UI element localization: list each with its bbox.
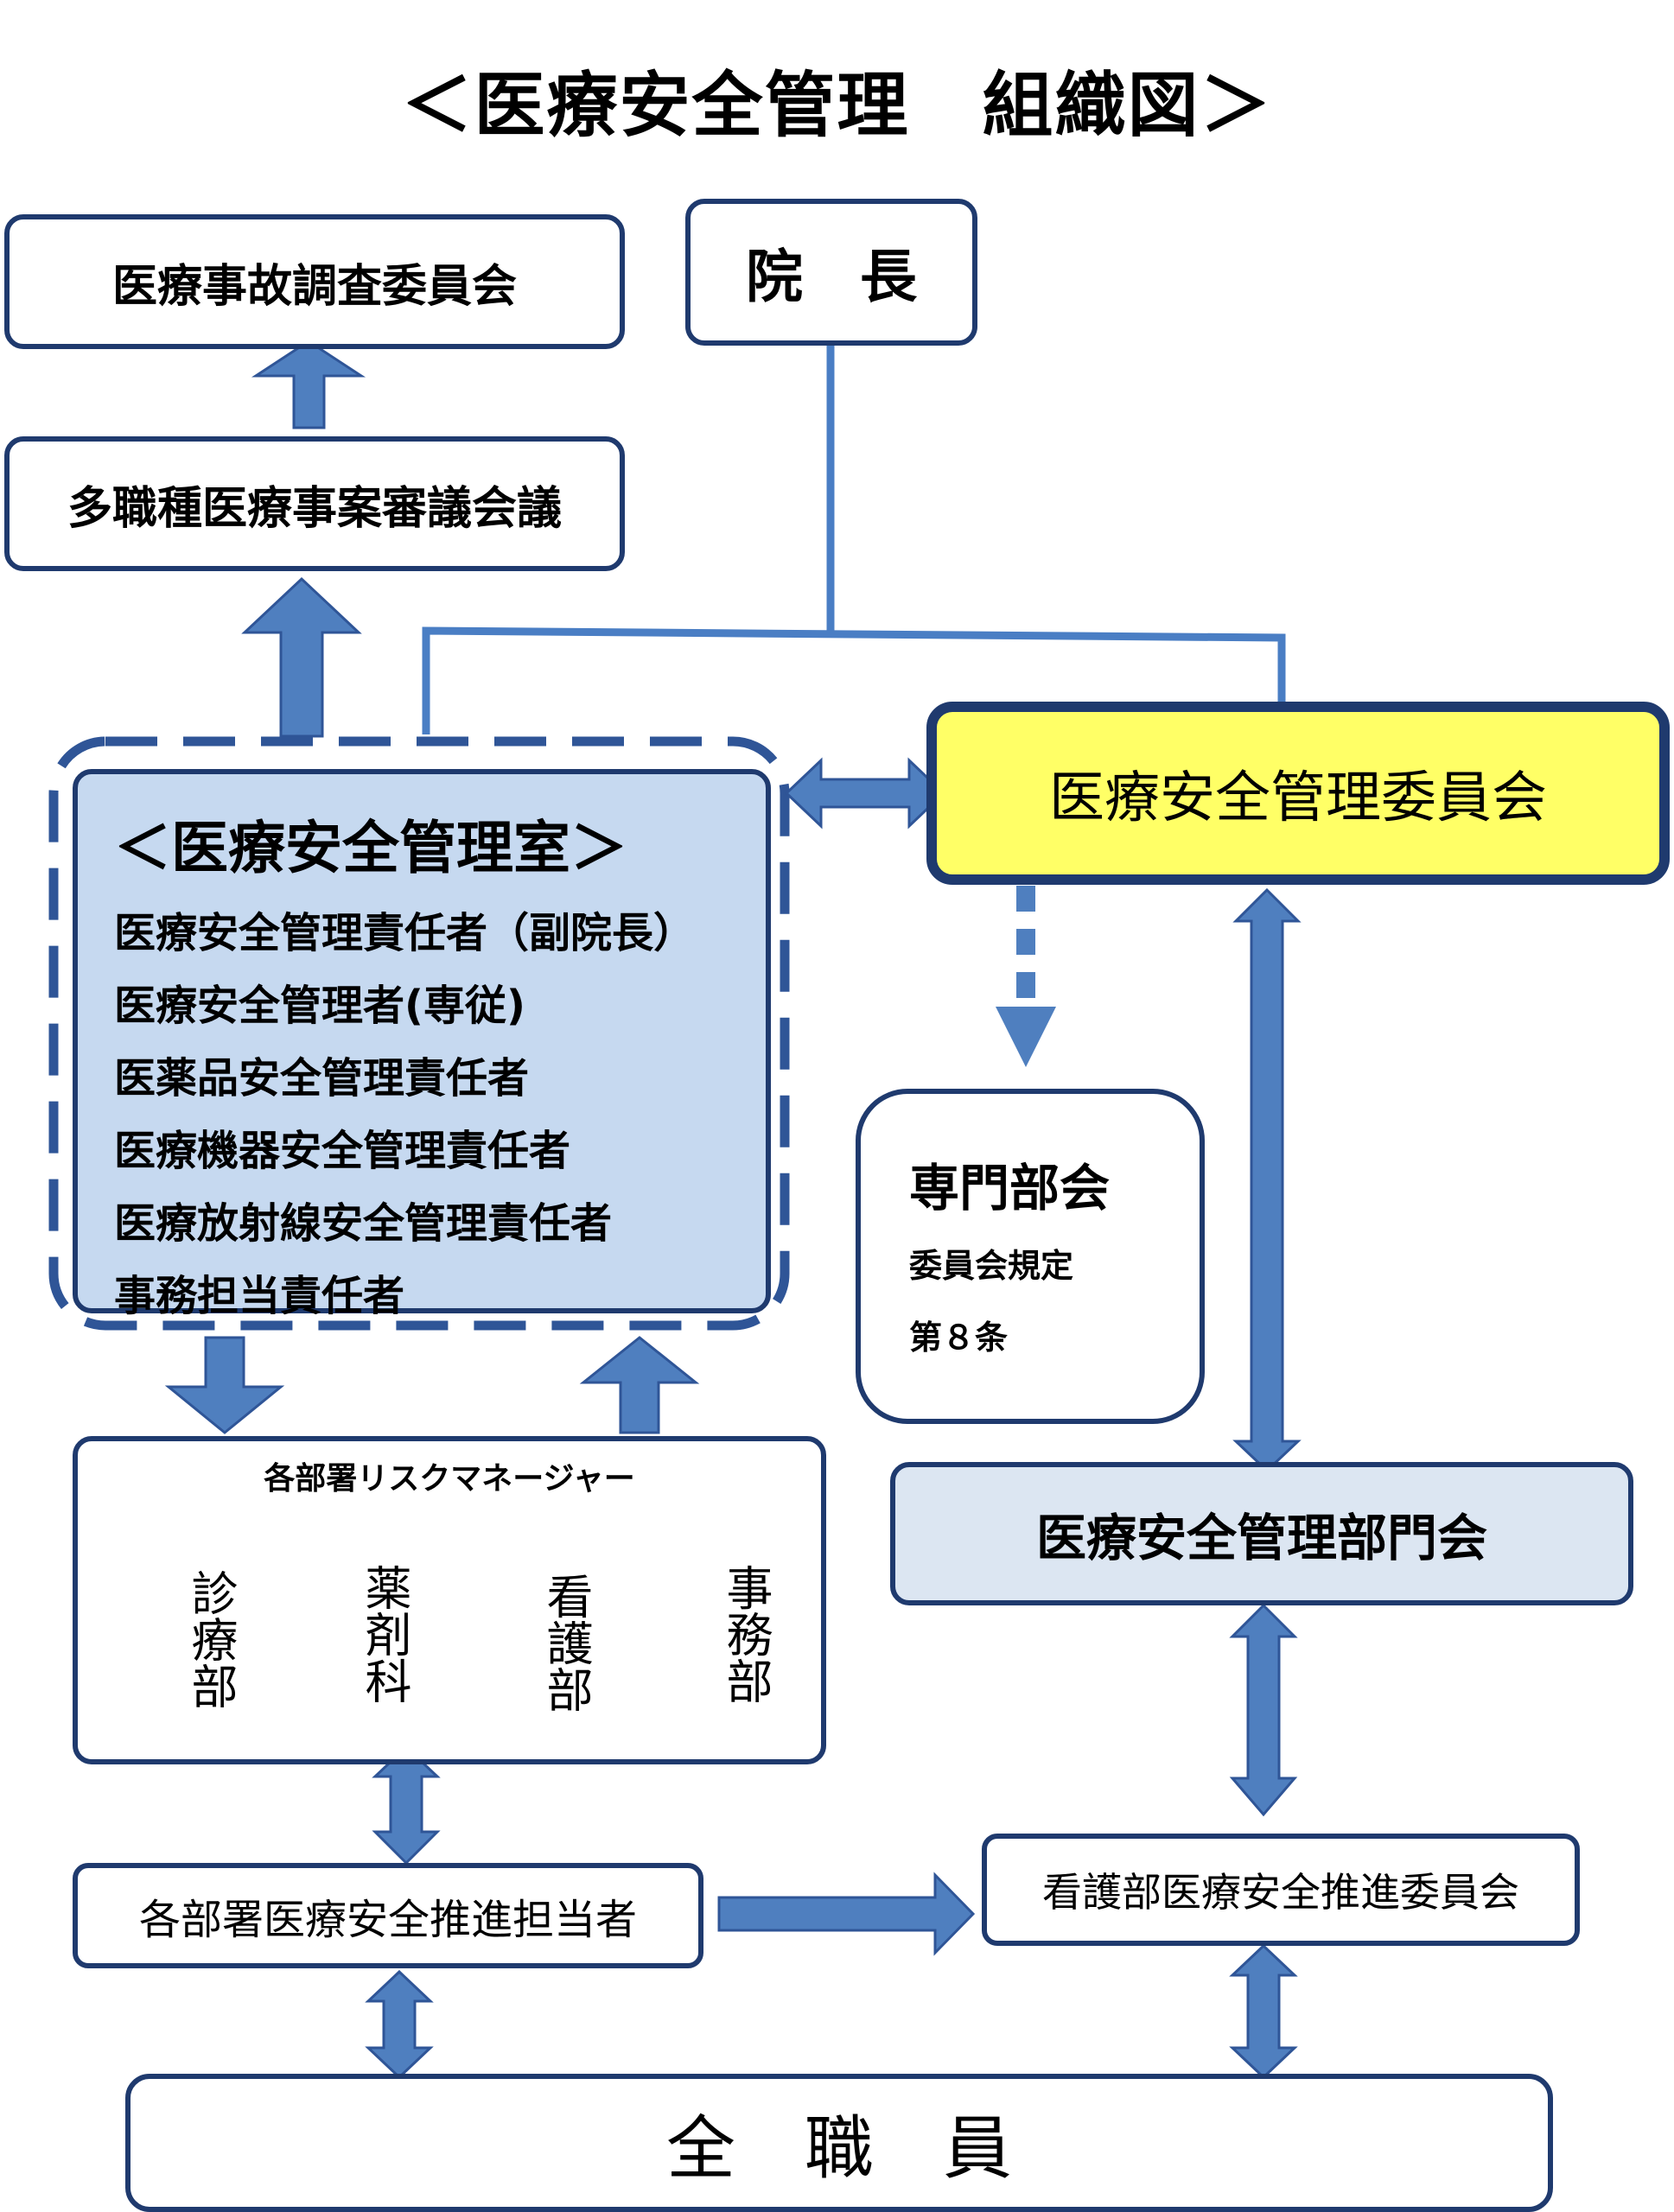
office-member: 医薬品安全管理責任者 (114, 1054, 530, 1103)
dept-nursing-label: 看護部 (538, 1573, 593, 1713)
promoters-label: 各部署医療安全推進担当者 (138, 1896, 637, 1944)
arrow-dept-nursing (1229, 1603, 1298, 1817)
all-staff-box: 全 職 員 (125, 2074, 1553, 2212)
dash-arrow-head (996, 1007, 1056, 1067)
dept-pharmacy: 薬剤科 (357, 1564, 411, 1704)
specialist-line1: 委員会規定 (909, 1247, 1074, 1285)
safety-office-title: ＜医療安全管理室＞ (114, 815, 627, 881)
arrow-risk-promoters (372, 1745, 441, 1866)
dept-meeting-box: 医療安全管理部門会 (890, 1462, 1633, 1605)
safety-office-box: ＜医療安全管理室＞ 医療安全管理責任者（副院長） 医療安全管理者(専従) 医薬品… (73, 769, 771, 1320)
nursing-committee-box: 看護部医療安全推進委員会 (982, 1834, 1580, 1946)
dept-medical: 診療部 (183, 1569, 238, 1709)
director-branch-line (422, 626, 1286, 734)
dash-3 (1016, 972, 1035, 998)
dept-medical-label: 診療部 (183, 1569, 238, 1709)
multi-discipline-box: 多職種医療事案審議会議 (4, 436, 625, 571)
arrow-up-investigation (251, 340, 366, 429)
safety-committee-label: 医療安全管理委員会 (1049, 766, 1547, 830)
arrow-committee-dept (1232, 887, 1302, 1473)
risk-manager-title: 各部署リスクマネージャー (264, 1461, 635, 1497)
risk-manager-box: 各部署リスクマネージャー 診療部 薬剤科 看護部 事務部 (73, 1436, 826, 1764)
dept-meeting-label: 医療安全管理部門会 (1035, 1509, 1487, 1567)
investigation-committee-box: 医療事故調査委員会 (4, 214, 625, 349)
arrow-promoters-nursing (717, 1872, 976, 1956)
office-member: 医療機器安全管理責任者 (114, 1127, 571, 1175)
promoters-box: 各部署医療安全推進担当者 (73, 1863, 703, 1968)
director-label: 院 長 (746, 244, 917, 310)
arrow-up-multi (241, 576, 362, 738)
investigation-committee-label: 医療事故調査委員会 (111, 260, 517, 313)
specialist-title: 専門部会 (909, 1159, 1111, 1217)
dept-admin: 事務部 (718, 1564, 773, 1704)
office-dashed-outline (48, 736, 790, 1331)
arrow-promoters-staff (365, 1969, 434, 2080)
page-title: ＜医療安全管理 組織図＞ (401, 65, 1273, 147)
specialist-box: 専門部会 委員会規定 第８条 (856, 1089, 1205, 1424)
safety-committee-box: 医療安全管理委員会 (926, 702, 1670, 885)
nursing-committee-label: 看護部医療安全推進委員会 (1042, 1869, 1519, 1916)
specialist-line2: 第８条 (909, 1319, 1009, 1357)
multi-discipline-label: 多職種医療事案審議会議 (67, 482, 562, 535)
office-member: 医療安全管理責任者（副院長） (114, 909, 696, 957)
dash-1 (1016, 886, 1035, 912)
office-member: 事務担当責任者 (114, 1272, 405, 1320)
dept-pharmacy-label: 薬剤科 (357, 1564, 411, 1704)
arrow-down-risk (164, 1336, 285, 1434)
dept-nursing: 看護部 (538, 1573, 593, 1713)
arrow-nursing-staff (1229, 1943, 1298, 2080)
all-staff-label: 全 職 員 (666, 2108, 1012, 2189)
office-member: 医療放射線安全管理責任者 (114, 1199, 613, 1248)
director-box: 院 長 (685, 199, 977, 346)
dept-admin-label: 事務部 (718, 1564, 773, 1704)
office-member: 医療安全管理者(専従) (114, 982, 525, 1030)
arrow-office-committee (784, 757, 946, 830)
arrow-up-office (579, 1336, 700, 1434)
dash-2 (1016, 929, 1035, 955)
